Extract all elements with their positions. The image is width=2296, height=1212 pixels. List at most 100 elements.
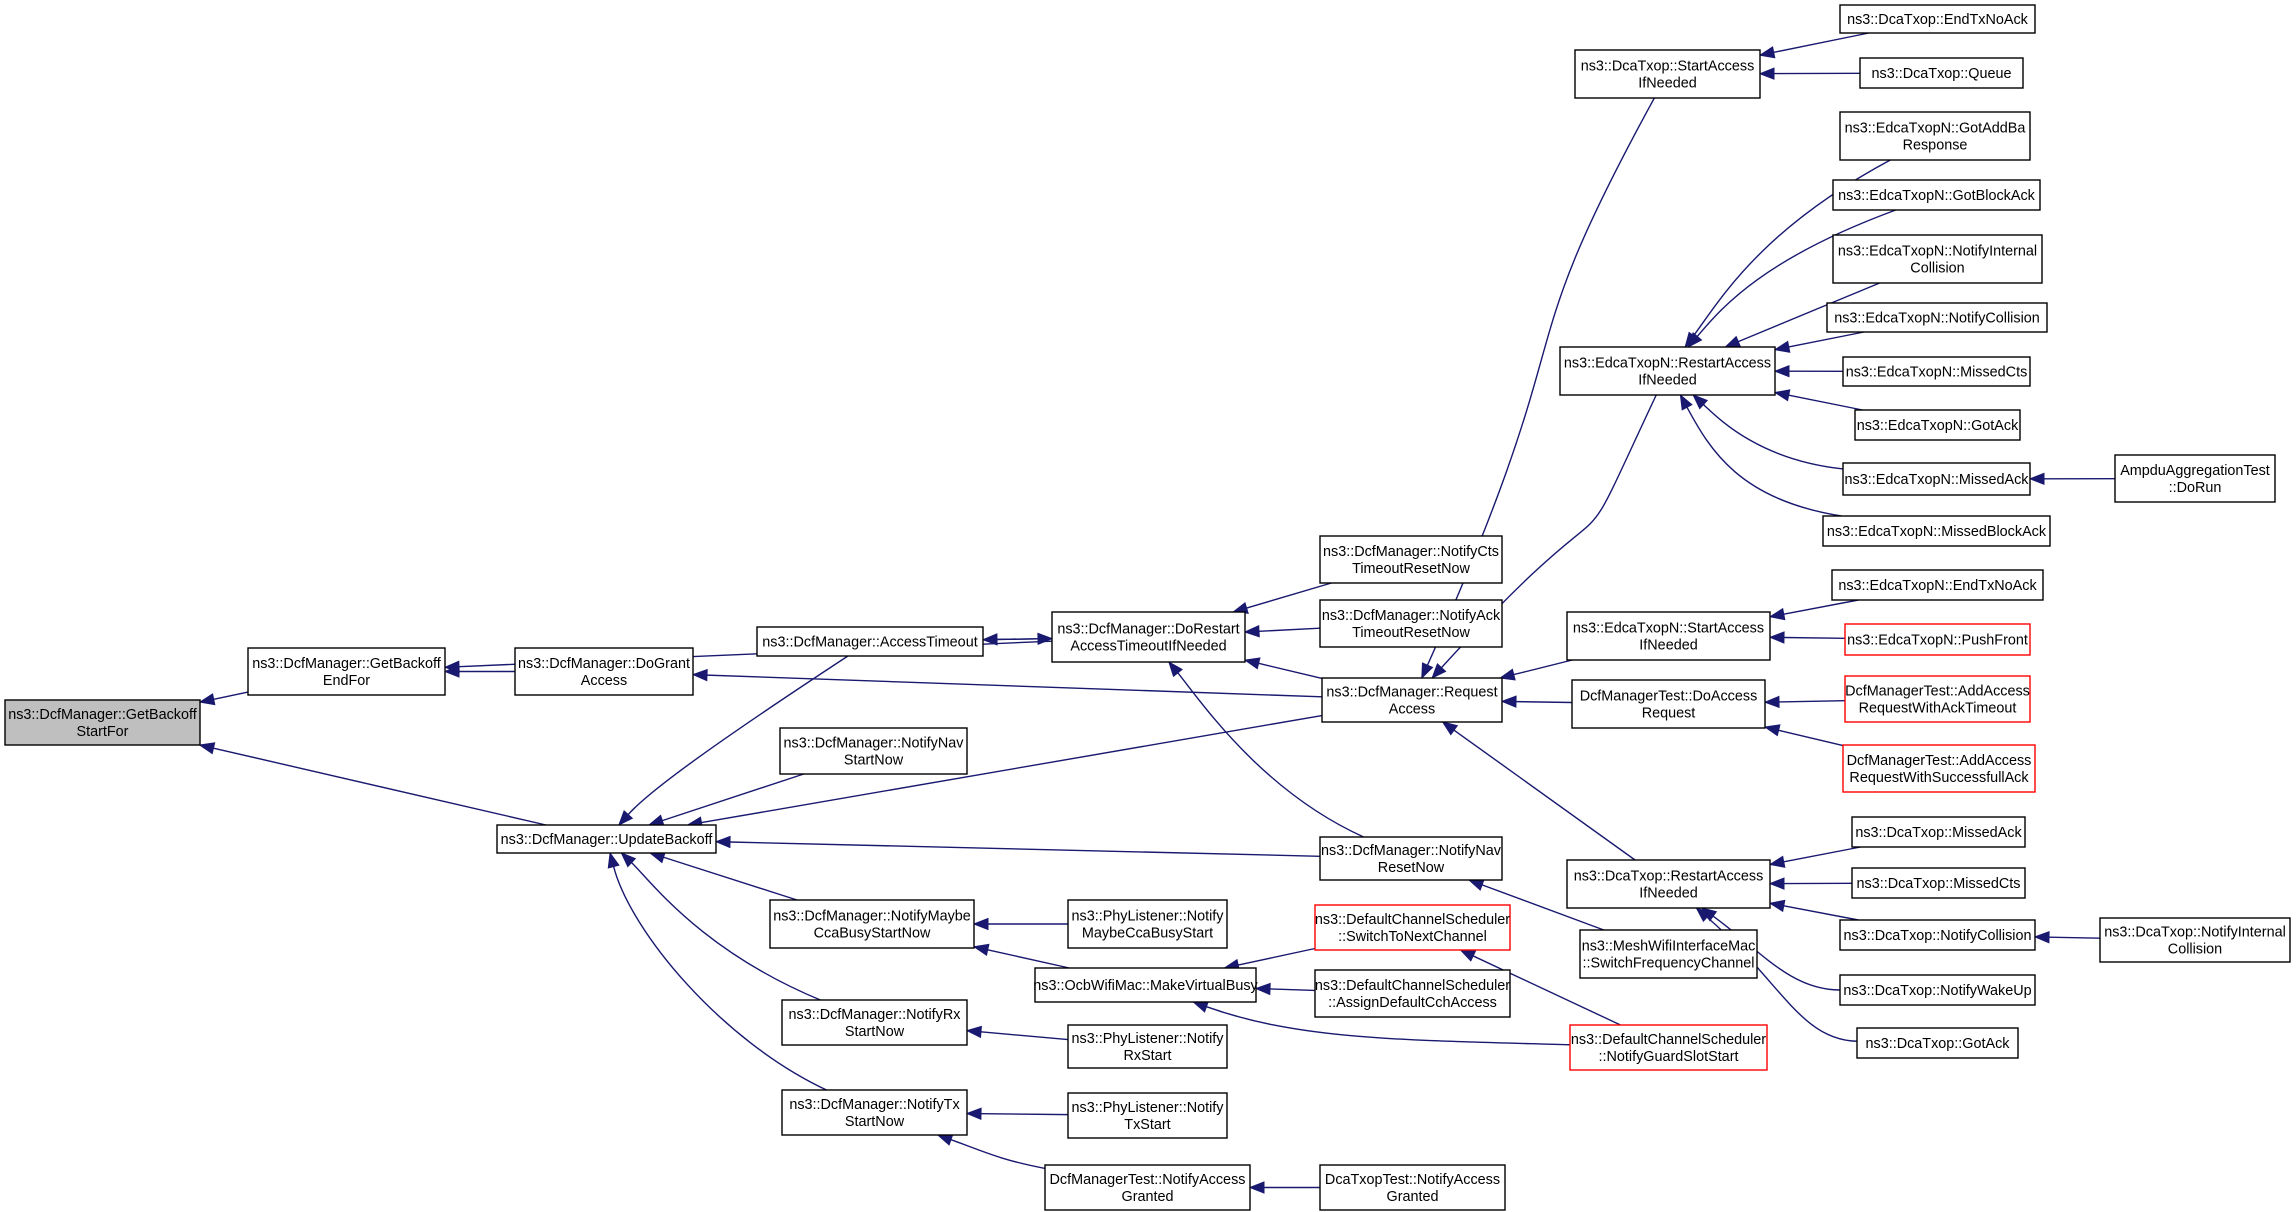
node-box[interactable] [1839, 4, 2036, 34]
node-box[interactable] [1319, 1164, 1506, 1211]
node-notify-ack[interactable]: ns3::DcfManager::NotifyAckTimeoutResetNo… [1319, 599, 1503, 648]
node-box[interactable] [1319, 535, 1503, 584]
node-box[interactable] [1859, 57, 2024, 89]
node-dca-notify-collision[interactable]: ns3::DcaTxop::NotifyCollision [1839, 919, 2036, 951]
node-box[interactable] [1839, 111, 2031, 161]
node-box[interactable] [1559, 346, 1776, 396]
node-edca-missed-ack[interactable]: ns3::EdcaTxopN::MissedAck [1842, 462, 2031, 496]
node-box[interactable] [1067, 1092, 1228, 1139]
node-box[interactable] [514, 647, 694, 696]
node-make-virtual-busy[interactable]: ns3::OcbWifiMac::MakeVirtualBusy [1033, 967, 1259, 1003]
node-edca-got-ack[interactable]: ns3::EdcaTxopN::GotAck [1854, 409, 2021, 441]
node-box[interactable] [1844, 675, 2031, 723]
node-box[interactable] [1569, 1024, 1768, 1071]
node-box[interactable] [1839, 919, 2036, 951]
node-edca-missed-block-ack[interactable]: ns3::EdcaTxopN::MissedBlockAck [1822, 515, 2051, 547]
node-dca-notify-wake-up[interactable]: ns3::DcaTxop::NotifyWakeUp [1839, 974, 2036, 1006]
node-box[interactable] [1854, 409, 2021, 441]
node-box[interactable] [2114, 454, 2276, 503]
node-box[interactable] [1319, 599, 1503, 648]
node-box[interactable] [1566, 859, 1771, 909]
node-box[interactable] [1051, 611, 1246, 663]
node-box[interactable] [1822, 515, 2051, 547]
node-notify-maybe-cca[interactable]: ns3::DcfManager::NotifyMaybeCcaBusyStart… [769, 899, 975, 949]
node-box[interactable] [4, 699, 201, 746]
node-edca-got-block-ack[interactable]: ns3::EdcaTxopN::GotBlockAck [1832, 179, 2041, 211]
node-access-timeout[interactable]: ns3::DcfManager::AccessTimeout [756, 626, 984, 657]
node-do-restart[interactable]: ns3::DcfManager::DoRestartAccessTimeoutI… [1051, 611, 1246, 663]
node-box[interactable] [1856, 1027, 2019, 1059]
node-dca-got-ack[interactable]: ns3::DcaTxop::GotAck [1856, 1027, 2019, 1059]
node-box[interactable] [1831, 569, 2044, 601]
node-assign-default-cch[interactable]: ns3::DefaultChannelScheduler::AssignDefa… [1314, 969, 1511, 1018]
node-box[interactable] [1839, 974, 2036, 1006]
node-box[interactable] [1832, 179, 2041, 211]
node-dca-queue[interactable]: ns3::DcaTxop::Queue [1859, 57, 2024, 89]
node-box[interactable] [1842, 356, 2031, 387]
node-box[interactable] [1826, 302, 2048, 333]
node-box[interactable] [1034, 967, 1257, 1003]
node-box[interactable] [1319, 836, 1503, 881]
node-box[interactable] [1566, 611, 1771, 661]
node-switch-to-next-channel[interactable]: ns3::DefaultChannelScheduler::SwitchToNe… [1314, 904, 1511, 951]
node-dca-missed-ack[interactable]: ns3::DcaTxop::MissedAck [1851, 816, 2026, 848]
node-box[interactable] [1851, 816, 2026, 848]
node-dca-missed-cts[interactable]: ns3::DcaTxop::MissedCts [1851, 867, 2026, 899]
node-box[interactable] [756, 626, 984, 657]
node-box[interactable] [1571, 679, 1766, 729]
node-phy-maybe-cca[interactable]: ns3::PhyListener::NotifyMaybeCcaBusyStar… [1067, 899, 1228, 949]
node-box[interactable] [496, 824, 717, 854]
node-box[interactable] [1574, 49, 1761, 99]
node-box[interactable] [1321, 677, 1503, 723]
node-box[interactable] [1067, 899, 1228, 949]
node-box[interactable] [1851, 867, 2026, 899]
node-box[interactable] [1832, 234, 2043, 284]
node-box[interactable] [1844, 623, 2031, 656]
node-box[interactable] [1579, 929, 1758, 979]
node-add-access-timeout[interactable]: DcfManagerTest::AddAccessRequestWithAckT… [1844, 675, 2031, 723]
node-update-backoff[interactable]: ns3::DcfManager::UpdateBackoff [496, 824, 717, 854]
node-box[interactable] [1314, 969, 1511, 1018]
node-box[interactable] [1044, 1164, 1251, 1211]
node-notify-cts[interactable]: ns3::DcfManager::NotifyCtsTimeoutResetNo… [1319, 535, 1503, 584]
node-edca-notify-collision[interactable]: ns3::EdcaTxopN::NotifyCollision [1826, 302, 2048, 333]
node-edca-missed-cts[interactable]: ns3::EdcaTxopN::MissedCts [1842, 356, 2031, 387]
node-notify-guard-slot[interactable]: ns3::DefaultChannelScheduler::NotifyGuar… [1569, 1024, 1768, 1071]
node-box[interactable] [247, 647, 446, 696]
node-add-access-success[interactable]: DcfManagerTest::AddAccessRequestWithSucc… [1842, 744, 2036, 793]
node-box[interactable] [769, 899, 975, 949]
node-box[interactable] [781, 1089, 968, 1136]
node-box[interactable] [1067, 1024, 1228, 1069]
node-box[interactable] [779, 727, 968, 775]
node-box[interactable] [2099, 917, 2291, 963]
node-box[interactable] [1842, 744, 2036, 793]
node-ampdu-do-run[interactable]: AmpduAggregationTest::DoRun [2114, 454, 2276, 503]
node-edca-end-tx-no-ack[interactable]: ns3::EdcaTxopN::EndTxNoAck [1831, 569, 2044, 601]
node-box[interactable] [1314, 904, 1511, 951]
node-box[interactable] [1842, 462, 2031, 496]
node-edca-push-front[interactable]: ns3::EdcaTxopN::PushFront [1844, 623, 2031, 656]
node-mesh-switch-freq[interactable]: ns3::MeshWifiInterfaceMac::SwitchFrequen… [1579, 929, 1758, 979]
node-box[interactable] [781, 999, 968, 1046]
node-dca-end-tx-no-ack[interactable]: ns3::DcaTxop::EndTxNoAck [1839, 4, 2036, 34]
